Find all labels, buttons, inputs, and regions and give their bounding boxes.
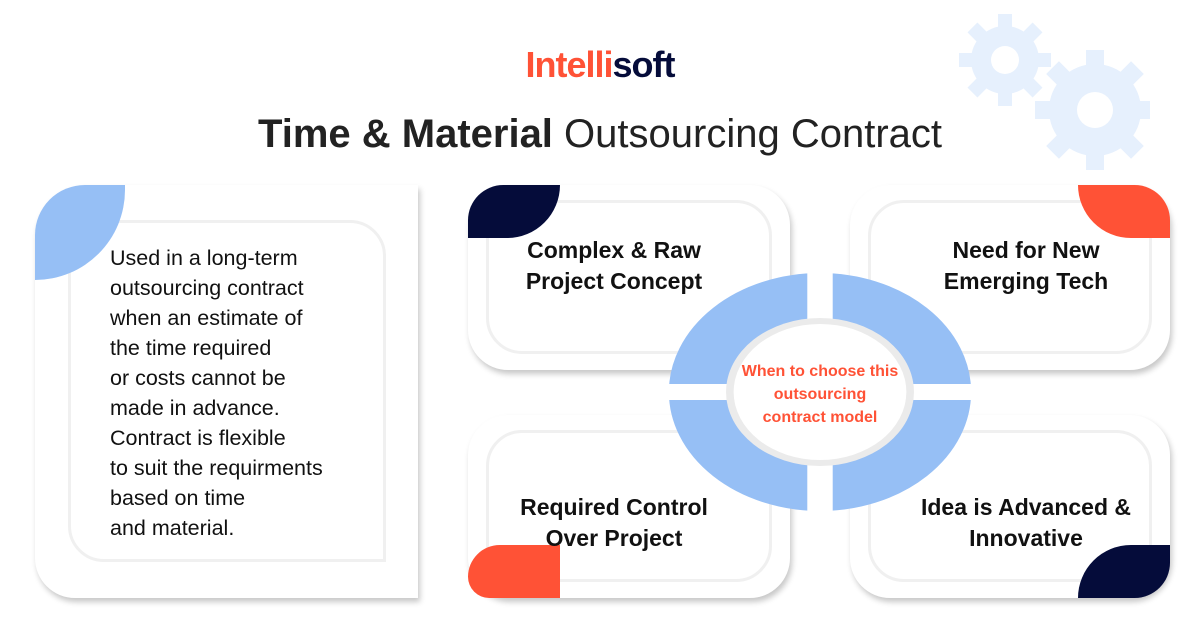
center-ring <box>660 267 980 517</box>
gears-icon <box>959 14 1150 170</box>
description-inner <box>68 220 386 562</box>
card-label: Idea is Advanced &Innovative <box>920 494 1132 551</box>
logo: Intellisoft <box>525 44 675 85</box>
page-title: Time & Material Outsourcing Contract <box>258 112 942 156</box>
leaf-decoration <box>468 545 560 598</box>
